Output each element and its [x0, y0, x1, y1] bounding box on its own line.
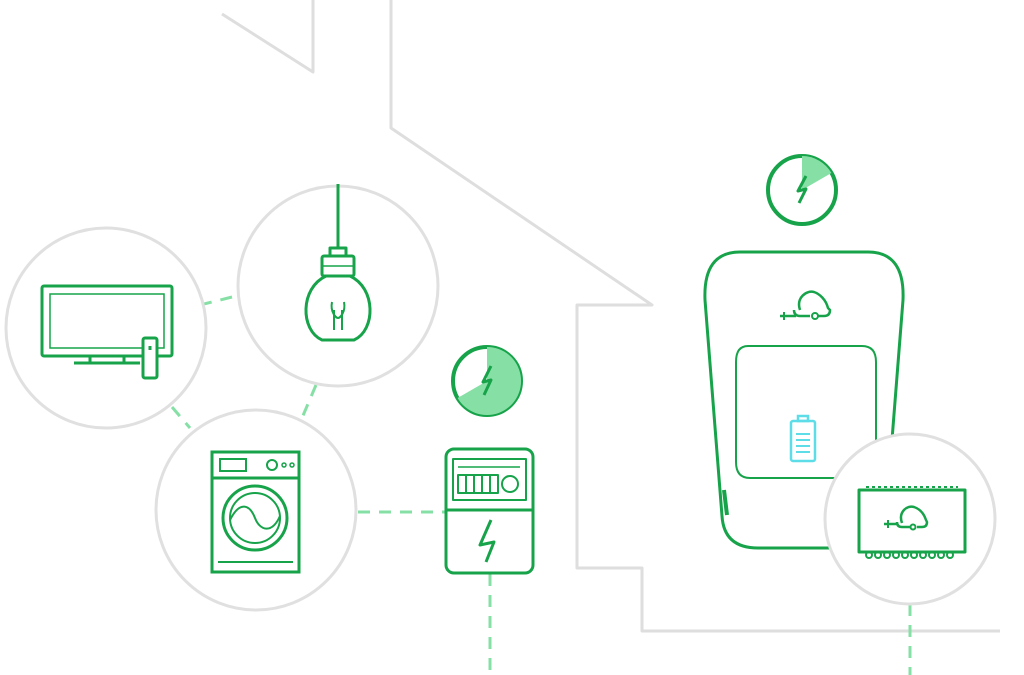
connector-lines — [170, 293, 912, 675]
module-node — [823, 432, 997, 606]
module-circle — [823, 432, 997, 606]
bulb-node — [236, 184, 440, 388]
energy-meter-node — [444, 345, 535, 575]
charger-timer-icon — [766, 154, 838, 226]
house-wall-line — [389, 0, 1000, 633]
energy-meter-icon — [444, 447, 535, 575]
washer-circle — [154, 408, 358, 612]
connector-tv-washer — [170, 406, 192, 429]
roof-left-line — [221, 0, 315, 74]
house-outline — [221, 0, 1000, 633]
charger-battery-icon — [789, 414, 817, 463]
washing-machine-icon — [210, 450, 301, 574]
remote-icon — [141, 336, 159, 380]
tv-circle — [4, 226, 208, 430]
washer-node — [154, 408, 358, 612]
meter-timer-icon — [451, 345, 523, 417]
connector-tv-bulb — [199, 293, 241, 307]
tv-icon — [40, 284, 174, 365]
ev-module-icon — [857, 486, 967, 559]
connector-bulb-washer — [300, 384, 318, 419]
light-bulb-icon — [304, 184, 372, 342]
tv-node — [4, 226, 208, 430]
